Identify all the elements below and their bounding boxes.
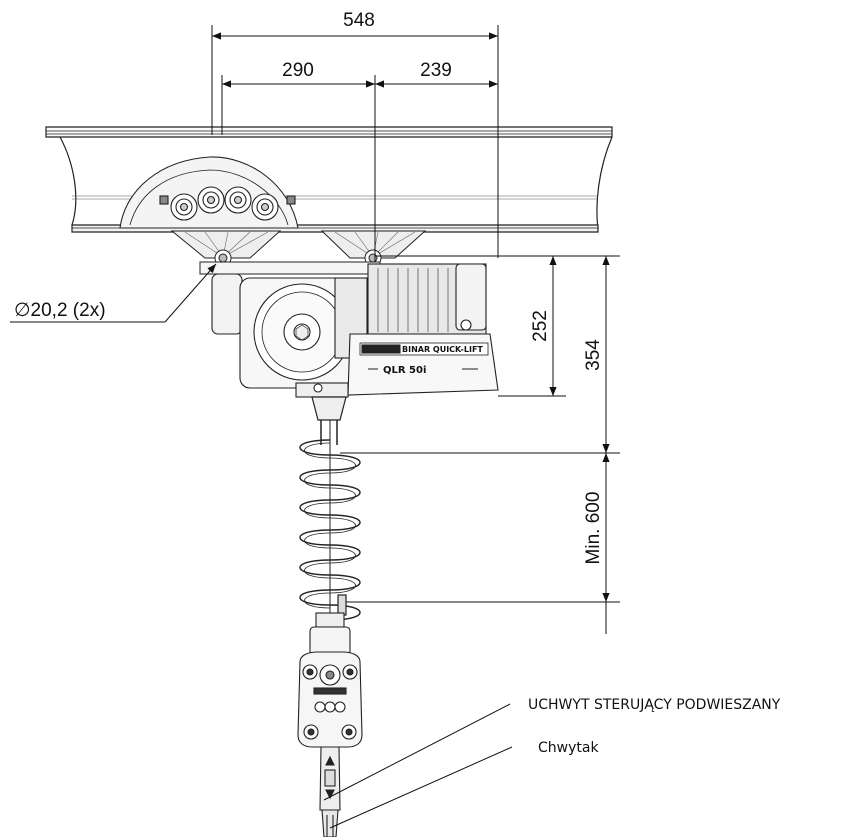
dim-total-height: 354 [583,339,604,371]
coiled-cable [299,396,361,625]
callout-gripper: Chwytak [538,740,599,756]
unit-brand-label: BINAR QUICK-LIFT [402,345,483,354]
dim-hole-diameter: ∅20,2 (2x) [14,300,106,321]
unit-model-label: QLR 50i [383,365,426,376]
dim-right-width: 239 [420,60,452,81]
trolley [119,156,299,229]
suspension-brackets [170,230,427,275]
dimension-lines [10,25,620,829]
dim-cable-min: Min. 600 [583,492,604,565]
callout-pendant-handle: UCHWYT STERUJĄCY PODWIESZANY [528,697,781,713]
dim-overall-width: 548 [343,10,375,31]
dim-body-height: 252 [530,310,551,342]
dim-left-width: 290 [282,60,314,81]
hoist-body [211,263,499,398]
pendant-handle [297,612,363,837]
rail-beam [45,126,613,233]
